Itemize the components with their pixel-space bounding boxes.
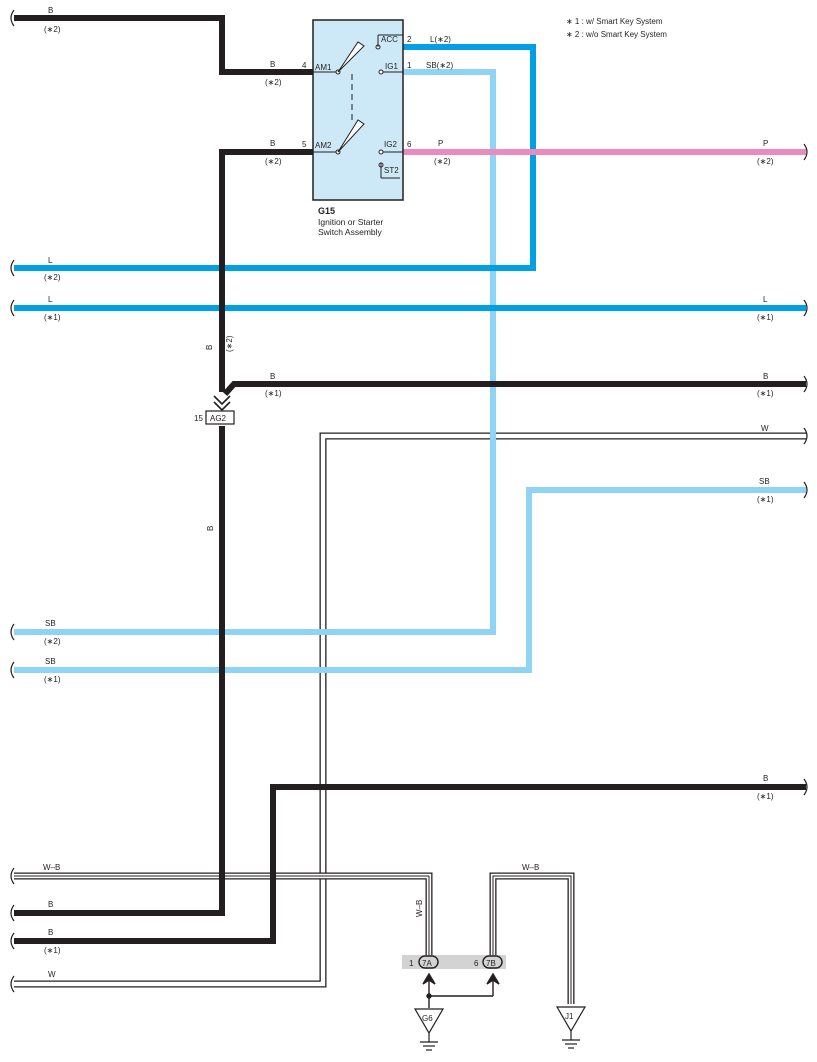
pin-am2: 5 [302, 140, 307, 149]
component-name-line2: Switch Assembly [318, 227, 383, 237]
connector-7-arrows [422, 972, 500, 1008]
connector-ag2-pin: 15 [194, 414, 203, 423]
wire-b-787 [14, 784, 806, 944]
label-b-am2: B [270, 139, 275, 148]
connector-ag2-arrow [213, 395, 231, 412]
connector-7b-pin: 6 [474, 959, 479, 968]
note-b-vert: (∗2) [225, 335, 234, 352]
label-sb-left-2: SB [45, 619, 56, 628]
note-b-top: (∗2) [44, 25, 61, 34]
label-ig1-out: SB(∗2) [426, 61, 453, 70]
connector-7b-box [482, 955, 503, 969]
pin-acc: 2 [407, 35, 412, 44]
label-sb-left-1: SB [45, 657, 56, 666]
wire-sb-ig1 [14, 69, 496, 635]
note-b-mid: (∗1) [265, 389, 282, 398]
ground-j1-symbol [555, 1006, 587, 1049]
terminal-ig1: IG1 [385, 62, 398, 71]
label-p-ig2: P [438, 139, 443, 148]
terminal-am2: AM2 [315, 141, 332, 150]
label-p-right: P [763, 139, 768, 148]
legend-note-1: ∗ 1 : w/ Smart Key System [566, 17, 663, 26]
note-sb-left-1: (∗1) [44, 675, 61, 684]
label-b-left-912: B [48, 900, 53, 909]
label-b-mid: B [270, 372, 275, 381]
label-b-vert: B [205, 345, 214, 350]
label-b-left-941: B [48, 928, 53, 937]
break-marks-left [10, 9, 15, 993]
wire-b-mid [222, 381, 806, 397]
component-code: G15 [318, 206, 335, 216]
label-l-right-1: L [763, 295, 768, 304]
component-name-line1: Ignition or Starter [318, 217, 383, 227]
connector-7a-code: 7A [422, 959, 432, 968]
note-b-left-941: (∗1) [44, 946, 61, 955]
note-l-left-1: (∗1) [44, 313, 61, 322]
terminal-st2: ST2 [384, 166, 399, 175]
note-sb-left-2: (∗2) [44, 637, 61, 646]
label-b-right-787: B [763, 774, 768, 783]
label-sb-right: SB [759, 477, 770, 486]
wire-b-am2 [219, 149, 313, 392]
wire-sb-1 [14, 487, 806, 673]
switch-contacts [313, 34, 404, 179]
pin-am1: 4 [302, 61, 307, 70]
connector-7b-code: 7B [486, 959, 496, 968]
wire-wb-j1 [489, 872, 575, 1004]
label-wb-vert: W–B [415, 900, 424, 917]
wire-b-am1 [14, 15, 313, 75]
label-b-am1: B [270, 60, 275, 69]
connector-7a-box [418, 955, 439, 969]
label-l-left-2: L [48, 256, 53, 265]
ground-g6-symbol [413, 1008, 445, 1051]
connector-ag2-code: AG2 [210, 414, 227, 423]
wire-l-acc [14, 44, 536, 271]
wire-b-lower [14, 426, 225, 916]
connector-ag2-box [205, 410, 235, 425]
ground-j1-label: J1 [565, 1012, 574, 1021]
label-w-left: W [48, 970, 56, 979]
note-l-right-1: (∗1) [757, 313, 774, 322]
label-b-top: B [48, 6, 53, 15]
label-b-right-384: B [763, 372, 768, 381]
break-marks-right [803, 143, 808, 796]
label-wb-j1: W–B [522, 863, 539, 872]
label-b-vert-lower: B [206, 526, 215, 531]
note-b-right-787: (∗1) [757, 792, 774, 801]
label-w-right: W [761, 424, 769, 433]
label-wb-left: W–B [43, 863, 60, 872]
note-b-am2: (∗2) [265, 157, 282, 166]
note-b-am1: (∗2) [265, 78, 282, 87]
legend-note-2: ∗ 2 : w/o Smart Key System [566, 30, 667, 39]
note-p-right: (∗2) [757, 157, 774, 166]
label-l-left-1: L [48, 295, 53, 304]
note-sb-right: (∗1) [757, 495, 774, 504]
note-b-right-384: (∗1) [757, 389, 774, 398]
note-l-left-2: (∗2) [44, 273, 61, 282]
terminal-acc: ACC [381, 35, 398, 44]
pin-ig1: 1 [407, 61, 412, 70]
connector-7a-pin: 1 [409, 959, 414, 968]
label-acc-out: L(∗2) [430, 35, 451, 44]
terminal-am1: AM1 [315, 63, 332, 72]
wire-w-outline [14, 432, 806, 988]
terminal-ig2: IG2 [384, 140, 397, 149]
pin-ig2: 6 [407, 140, 412, 149]
ground-g6-label: G6 [422, 1014, 433, 1023]
note-p-ig2: (∗2) [434, 157, 451, 166]
